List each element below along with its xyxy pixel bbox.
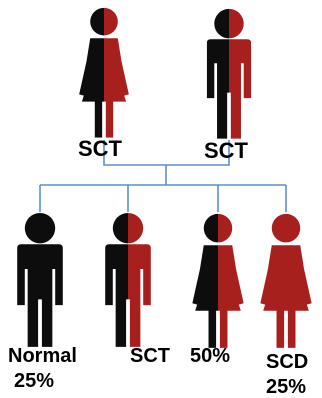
father-label: SCT	[204, 138, 249, 163]
sct-label: SCT	[130, 345, 170, 367]
figure-scd	[260, 213, 312, 348]
mother-label: SCT	[78, 136, 123, 161]
scd-label: SCD	[266, 351, 308, 373]
figure-sct-male	[105, 212, 151, 347]
figure-father	[206, 8, 252, 139]
child-figures	[17, 212, 312, 348]
figure-mother	[79, 7, 129, 138]
figure-sct-female	[192, 213, 244, 348]
figure-normal	[17, 212, 63, 347]
pedigree-connectors	[39, 140, 287, 212]
parent-figures	[79, 7, 252, 139]
normal-percent: 25%	[14, 370, 54, 392]
normal-label: Normal	[8, 345, 77, 367]
sct-percent: 50%	[190, 345, 230, 367]
scd-percent: 25%	[266, 376, 306, 398]
